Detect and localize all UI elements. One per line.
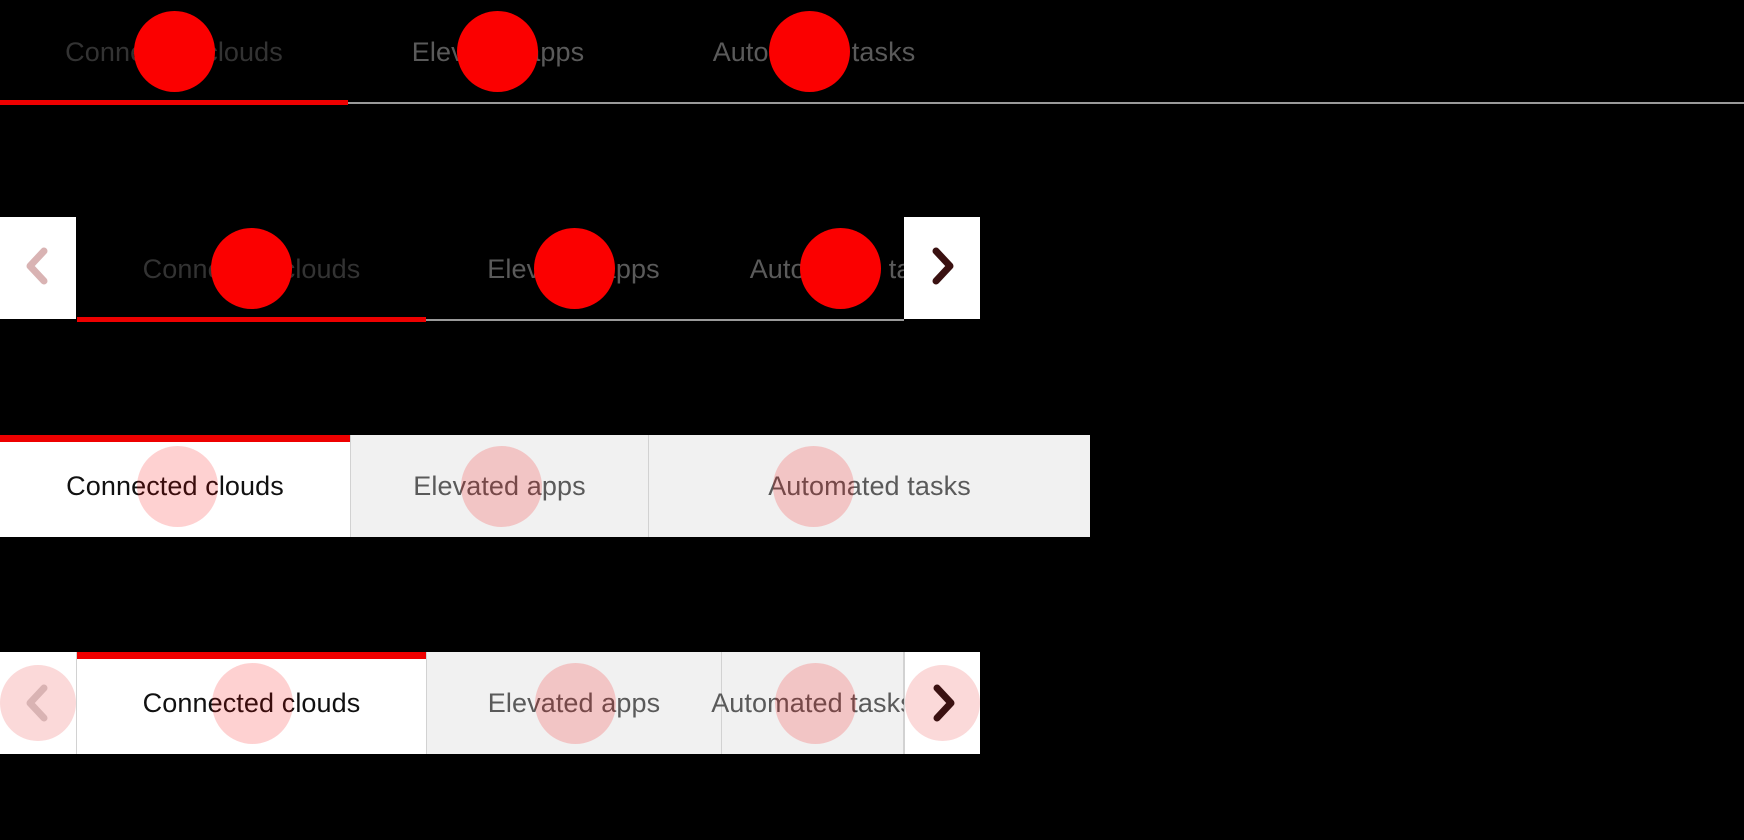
tab-label: Connected clouds — [142, 254, 361, 284]
tab-label: Connected clouds — [65, 37, 283, 67]
tab-connected-clouds[interactable]: Connected clouds — [77, 217, 426, 322]
tab-nav-prev-button[interactable] — [0, 652, 77, 754]
chevron-right-icon — [927, 247, 957, 290]
tab-label: Automated tasks — [768, 470, 971, 501]
tab-list: Connected clouds Elevated apps Automated… — [77, 217, 981, 322]
tab-bar-baseline — [426, 319, 904, 321]
tab-automated-tasks[interactable]: Automated tasks — [649, 435, 1090, 537]
tab-bar-underline-with-nav: Connected clouds Elevated apps Automated… — [0, 217, 980, 322]
tab-connected-clouds[interactable]: Connected clouds — [0, 435, 351, 537]
tab-label: Elevated apps — [413, 470, 586, 501]
tab-connected-clouds[interactable]: Connected clouds — [77, 652, 427, 754]
tab-bar-segmented-with-nav: Connected clouds Elevated apps Automated… — [0, 652, 980, 754]
tab-bar-underline-plain: Connected clouds Elevated apps Automated… — [0, 0, 1744, 105]
tab-label: Elevated apps — [487, 254, 660, 284]
tab-automated-tasks[interactable]: Automated tasks — [648, 0, 980, 105]
tab-label: Connected clouds — [66, 470, 284, 501]
tab-bar-baseline — [348, 102, 1744, 104]
tab-list: Connected clouds Elevated apps Automated… — [0, 0, 980, 105]
tab-label: Elevated apps — [487, 687, 661, 718]
tab-label: Connected clouds — [142, 687, 361, 718]
chevron-left-icon — [23, 247, 53, 290]
tab-elevated-apps[interactable]: Elevated apps — [427, 652, 722, 754]
tab-label: Automated tasks — [711, 687, 914, 718]
chevron-left-icon — [0, 665, 76, 741]
tab-elevated-apps[interactable]: Elevated apps — [351, 435, 649, 537]
tab-nav-prev-button[interactable] — [0, 217, 76, 319]
tab-elevated-apps[interactable]: Elevated apps — [348, 0, 648, 105]
tab-label: Automated tasks — [712, 37, 916, 67]
tab-elevated-apps[interactable]: Elevated apps — [426, 217, 721, 322]
chevron-right-icon — [905, 665, 980, 741]
tab-nav-next-button[interactable] — [904, 217, 980, 319]
tab-label: Elevated apps — [411, 37, 585, 67]
tab-automated-tasks[interactable]: Automated tasks — [711, 652, 914, 754]
tab-nav-next-button[interactable] — [904, 652, 980, 754]
tab-connected-clouds[interactable]: Connected clouds — [0, 0, 348, 105]
tab-bar-segmented-plain: Connected clouds Elevated apps Automated… — [0, 435, 1090, 537]
